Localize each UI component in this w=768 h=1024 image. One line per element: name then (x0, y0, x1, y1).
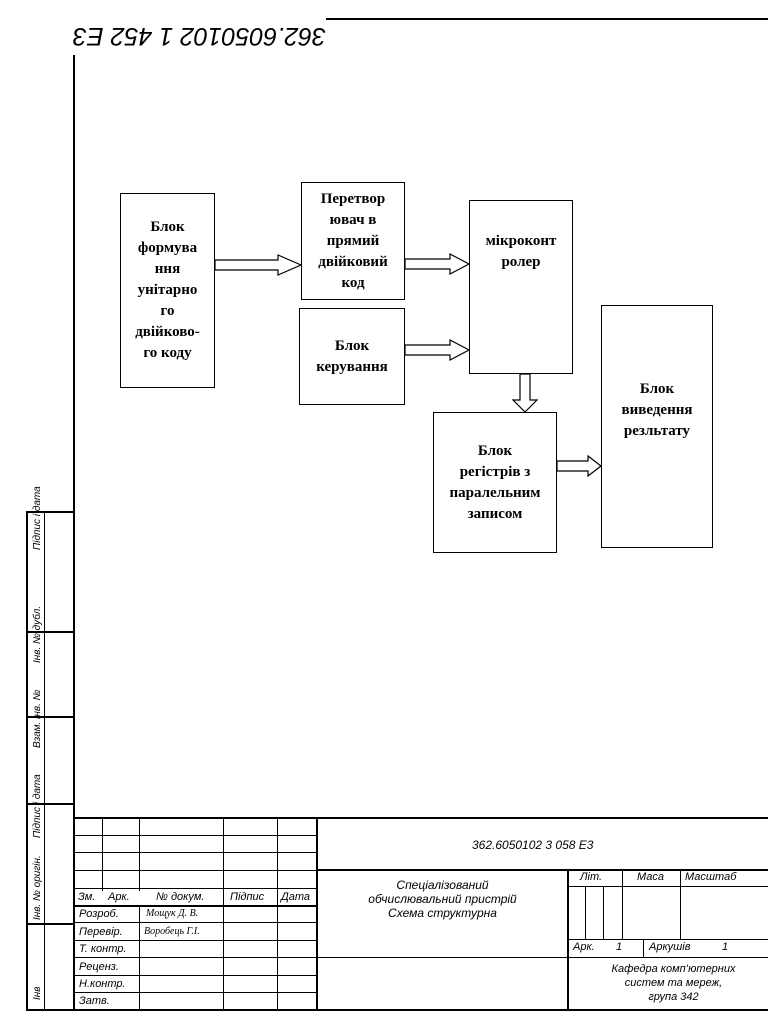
arrow-b2-to-b4 (404, 253, 471, 275)
block-label: Блок формува ння унітарно го двійково- г… (135, 219, 200, 361)
stamp-organization: Кафедра комп’ютерних систем та мереж, гр… (569, 962, 768, 1004)
stamp-line (567, 939, 768, 940)
block-binary-converter: Перетвор ювач в прямий двійковий код (301, 182, 405, 300)
stamp-role-rozrob: Розроб. (79, 908, 119, 920)
block-label: Блок виведення резльтату (621, 381, 693, 439)
side-divider (26, 716, 74, 718)
side-divider (26, 631, 74, 633)
stamp-arkushiv-label: Аркушів (649, 941, 691, 953)
stamp-line (75, 922, 316, 923)
stamp-line (75, 852, 316, 853)
frame-bottom (26, 1009, 768, 1011)
side-box-left (26, 511, 28, 1011)
stamp-line (223, 817, 224, 1011)
side-divider (26, 511, 74, 513)
stamp-line (316, 869, 768, 871)
stamp-org-line: група 342 (648, 991, 699, 1003)
stamp-ark-value: 1 (616, 941, 623, 953)
block-control-unit: Блок керування (299, 308, 405, 405)
block-label: Перетвор ювач в прямий двійковий код (318, 190, 388, 291)
stamp-header-doc: № докум. (156, 891, 205, 903)
stamp-line (139, 817, 140, 891)
stamp-masshtab: Масштаб (685, 871, 737, 883)
block-unitary-code-former: Блок формува ння унітарно го двійково- г… (120, 193, 215, 388)
stamp-line (622, 869, 623, 940)
stamp-line (316, 957, 768, 958)
stamp-header-pidpys: Підпис (230, 891, 265, 903)
block-microcontroller: мікроконт ролер (469, 200, 573, 374)
stamp-org-line: систем та мереж, (624, 977, 723, 989)
stamp-title: Спеціалізований обчислювальний пристрій … (318, 878, 567, 920)
stamp-name-rozrob: Мощук Д. В. (146, 908, 199, 919)
stamp-line (567, 869, 569, 1011)
frame-top (325, 18, 768, 20)
stamp-line (75, 940, 316, 941)
stamp-line (75, 870, 316, 871)
stamp-header-data: Дата (281, 891, 311, 903)
stamp-line (585, 886, 586, 939)
stamp-role-zatv: Затв. (79, 995, 110, 1007)
stamp-ark-label: Арк. (573, 941, 595, 953)
arrow-b1-to-b2 (214, 254, 303, 276)
block-label: Блок керування (316, 337, 388, 375)
side-divider-vertical (44, 511, 45, 1011)
stamp-line (75, 835, 316, 836)
stamp-line (277, 817, 278, 1011)
block-output-unit: Блок виведення резльтату (601, 305, 713, 548)
stamp-line (567, 886, 768, 887)
stamp-header-zm: Зм. (78, 891, 96, 903)
stamp-role-perevir: Перевір. (79, 926, 123, 938)
stamp-line (75, 975, 316, 976)
stamp-lit: Літ. (580, 871, 603, 883)
stamp-doc-code: 362.6050102 3 058 Е3 (472, 838, 594, 852)
stamp-line (139, 905, 140, 1011)
arrow-b3-to-b4 (404, 339, 471, 361)
stamp-line (75, 905, 316, 907)
stamp-line (680, 869, 681, 940)
stamp-role-n-kontr: Н.контр. (79, 978, 126, 990)
stamp-title-line: обчислювальний пристрій (368, 892, 517, 906)
stamp-role-recenz: Реценз. (79, 961, 119, 973)
stamp-masa: Маса (637, 871, 665, 883)
stamp-role-t-kontr: Т. контр. (79, 943, 127, 955)
stamp-title-line: Спеціалізований (396, 878, 489, 892)
stamp-name-perevir: Воробець Г.І. (144, 926, 200, 937)
arrow-b4-to-b5 (511, 373, 539, 413)
stamp-line (643, 939, 644, 957)
stamp-arkushiv-value: 1 (722, 941, 729, 953)
stamp-line (75, 888, 316, 889)
stamp-line (102, 817, 103, 891)
block-register-unit: Блок регістрів з паралельним записом (433, 412, 557, 553)
stamp-line (75, 957, 316, 958)
stamp-line (603, 886, 604, 939)
side-divider (26, 803, 74, 805)
stamp-top-line (75, 817, 768, 819)
stamp-header-ark: Арк. (108, 891, 130, 903)
frame-left (73, 55, 75, 1011)
arrow-b5-to-b6 (556, 454, 602, 478)
stamp-org-line: Кафедра комп’ютерних (611, 963, 736, 975)
stamp-line (316, 817, 318, 1011)
side-divider (26, 923, 74, 925)
stamp-line (75, 992, 316, 993)
block-label: мікроконт ролер (485, 233, 557, 270)
stamp-title-line: Схема структурна (388, 906, 497, 920)
block-label: Блок регістрів з паралельним записом (449, 442, 541, 522)
